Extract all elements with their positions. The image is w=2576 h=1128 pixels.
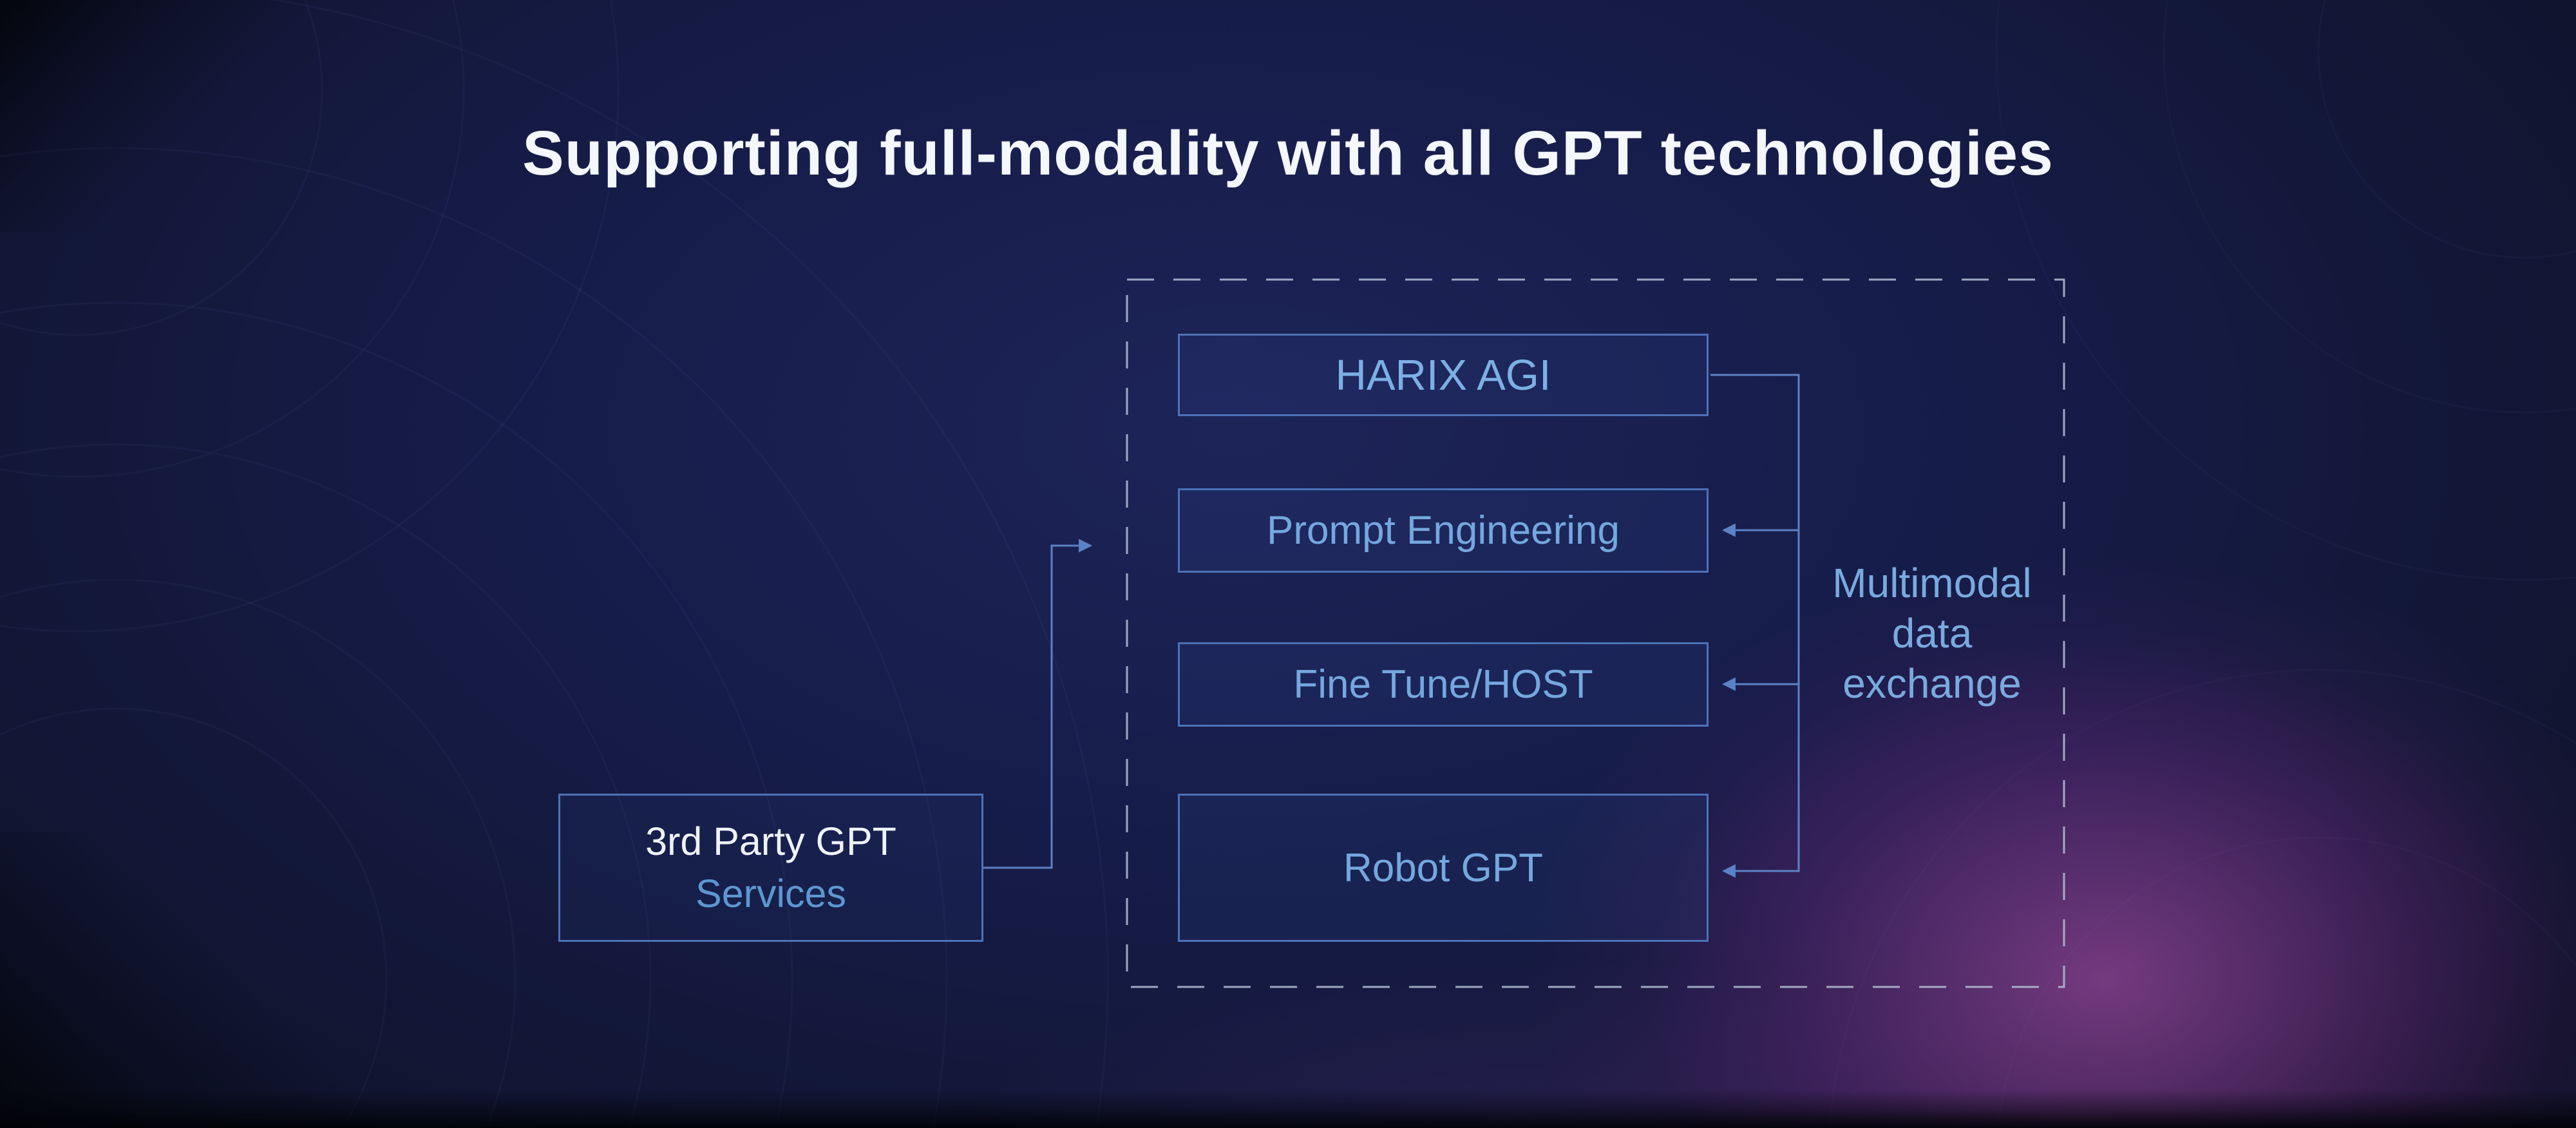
box-harix-agi-label: HARIX AGI bbox=[1335, 350, 1551, 399]
box-robot-gpt-label: Robot GPT bbox=[1343, 845, 1544, 890]
slide-title: Supporting full-modality with all GPT te… bbox=[522, 118, 2054, 188]
box-fine-tune-host: Fine Tune/HOST bbox=[1178, 642, 1709, 727]
box-fine-tune-host-label: Fine Tune/HOST bbox=[1293, 662, 1593, 707]
external-box-line2: Services bbox=[696, 872, 846, 915]
annotation-line2: data bbox=[1891, 610, 1973, 657]
connector-harix-to-robot bbox=[1710, 374, 1800, 878]
annotation-line3: exchange bbox=[1842, 660, 2022, 707]
external-box-line1: 3rd Party GPT bbox=[645, 819, 896, 864]
multimodal-data-exchange-annotation: Multimodal data exchange bbox=[1800, 558, 2064, 709]
box-prompt-engineering-label: Prompt Engineering bbox=[1267, 508, 1620, 553]
box-prompt-engineering: Prompt Engineering bbox=[1178, 488, 1709, 573]
connector-external-to-container bbox=[983, 539, 1093, 869]
box-3rd-party-gpt-services: 3rd Party GPT Services bbox=[558, 794, 983, 942]
box-harix-agi: HARIX AGI bbox=[1178, 334, 1709, 416]
box-robot-gpt: Robot GPT bbox=[1178, 794, 1709, 942]
dashed-container-border bbox=[1126, 278, 2065, 988]
annotation-line1: Multimodal bbox=[1832, 560, 2032, 606]
